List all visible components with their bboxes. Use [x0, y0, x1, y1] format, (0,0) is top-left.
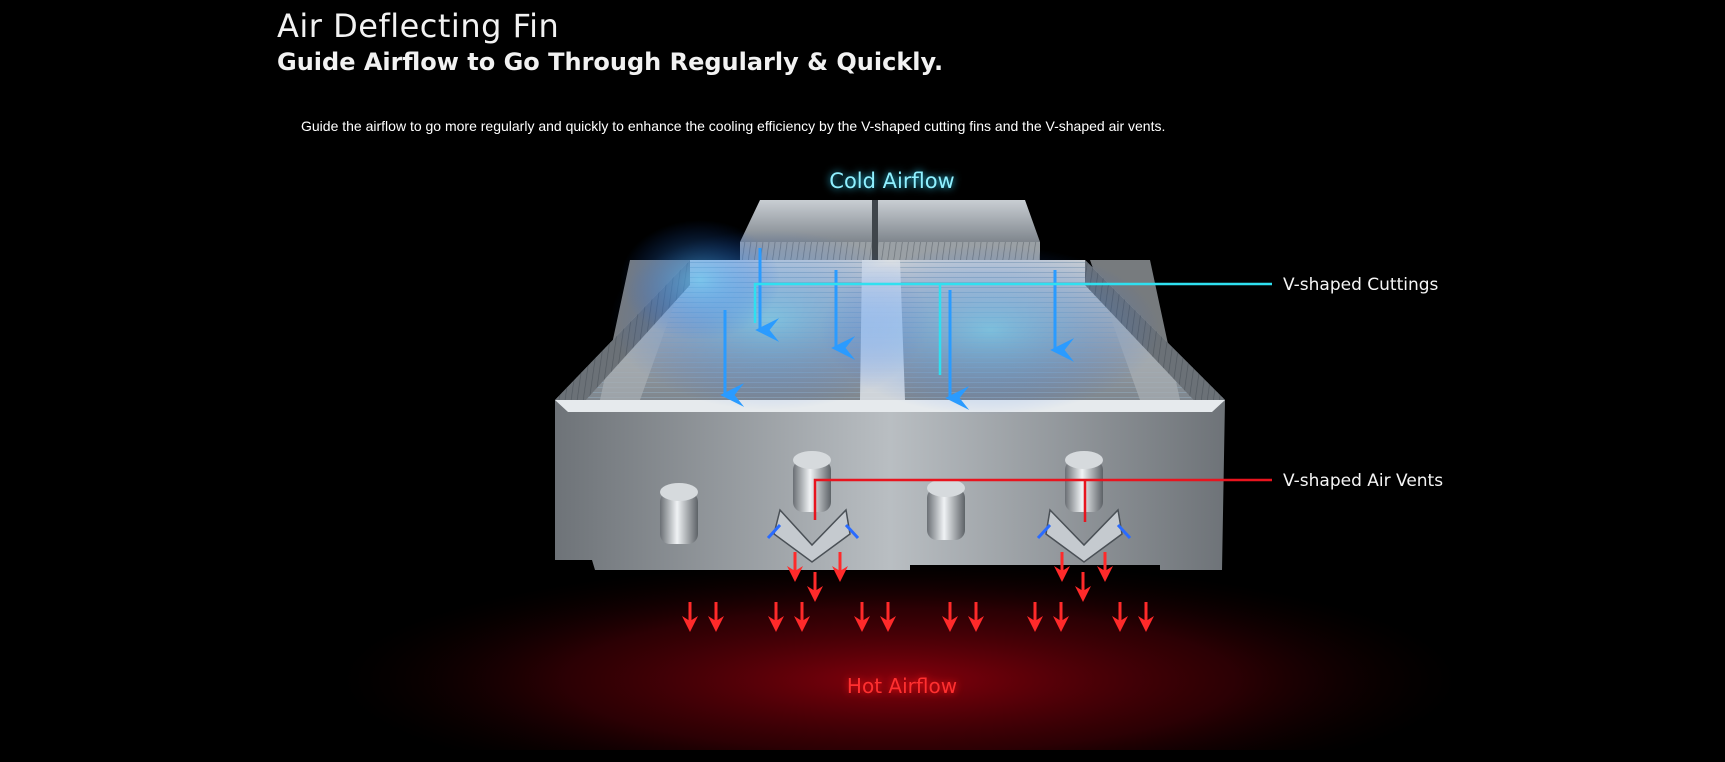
red-arrow: [832, 552, 848, 582]
red-arrow: [880, 602, 896, 632]
red-arrow: [807, 572, 823, 602]
hot-airflow-label: Hot Airflow: [847, 674, 957, 698]
red-arrow: [794, 602, 810, 632]
callout-cuttings-lines: [753, 282, 1272, 375]
red-arrow: [1097, 552, 1113, 582]
v-shaped-air-vents-label: V-shaped Air Vents: [1283, 471, 1443, 491]
feature-description: Guide the airflow to go more regularly a…: [301, 118, 1166, 134]
red-arrow: [768, 602, 784, 632]
v-shaped-cuttings-label: V-shaped Cuttings: [1283, 275, 1439, 295]
v-shaped-vents: [773, 508, 1123, 563]
red-arrow: [682, 602, 698, 632]
red-arrow: [1075, 572, 1091, 602]
vent-side-arrows: [766, 523, 1132, 540]
red-arrow: [708, 602, 724, 632]
hot-airflow-arrows: [682, 552, 1154, 632]
red-arrow: [1054, 552, 1070, 582]
heatsink-airflow-illustration: Cold Airflow V-shaped Cuttings V-shaped …: [340, 169, 1460, 750]
page-subtitle: Guide Airflow to Go Through Regularly & …: [277, 48, 944, 76]
red-arrow: [942, 602, 958, 632]
page-title: Air Deflecting Fin: [277, 7, 560, 45]
red-arrow: [787, 552, 803, 582]
red-arrow: [1027, 602, 1043, 632]
red-arrow: [1053, 602, 1069, 632]
cold-airflow-label: Cold Airflow: [829, 169, 954, 193]
red-arrow: [1138, 602, 1154, 632]
red-arrow: [968, 602, 984, 632]
red-arrow: [854, 602, 870, 632]
callout-vents-lines: [813, 478, 1272, 522]
red-arrow: [1112, 602, 1128, 632]
hot-airflow-glow: [340, 560, 1460, 750]
